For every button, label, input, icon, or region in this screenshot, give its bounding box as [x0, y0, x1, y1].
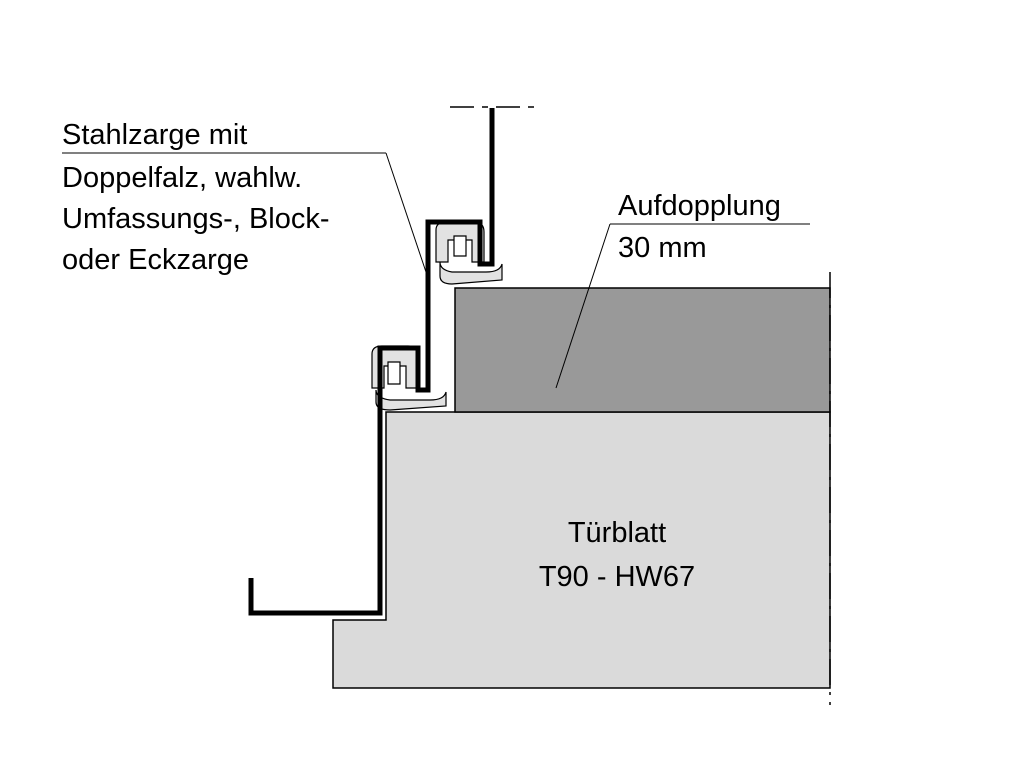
- door-label-line-2: T90 - HW67: [539, 561, 695, 593]
- frame-leader-line: [385, 152, 427, 273]
- doubling-label-line-1: Aufdopplung: [618, 190, 781, 222]
- frame-label-line-3: Umfassungs-, Block-: [62, 203, 330, 235]
- door-label-line-1: Türblatt: [568, 517, 666, 549]
- frame-label-line-4: oder Eckzarge: [62, 244, 249, 276]
- frame-label-line-2: Doppelfalz, wahlw.: [62, 162, 302, 194]
- doubling-leader-line: [555, 223, 611, 389]
- steel-frame-profile: [248, 108, 495, 616]
- doubling-shape: [454, 287, 831, 413]
- upper-gasket: [435, 221, 503, 285]
- frame-label-line-1: Stahlzarge mit: [62, 119, 247, 151]
- doubling-label-line-2: 30 mm: [618, 232, 707, 264]
- lower-gasket: [371, 345, 447, 411]
- door-leaf-shape: [332, 411, 831, 689]
